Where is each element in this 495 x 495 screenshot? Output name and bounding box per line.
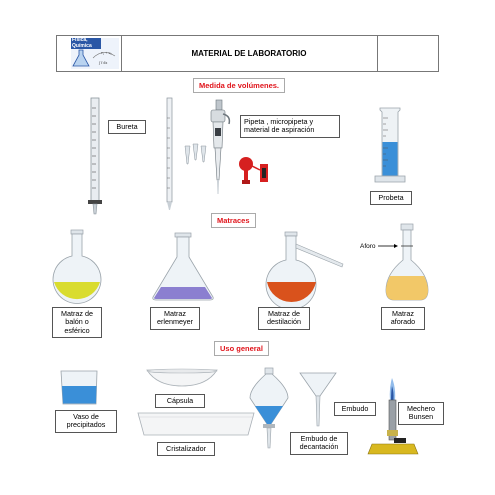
- label-crystallizing-dish: Cristalizador: [157, 442, 215, 457]
- label-funnel: Embudo: [334, 402, 376, 417]
- section-volume-measure: Medida de volúmenes.: [193, 78, 286, 93]
- suction-bulb-illustration: [239, 157, 268, 184]
- burette-illustration: [88, 97, 102, 215]
- label-burette: Bureta: [108, 120, 146, 135]
- label-volumetric-flask: Matraz aforado: [381, 307, 425, 330]
- funnel-illustration: [299, 372, 337, 427]
- label-round-flask: Matraz de balón o esférico: [52, 307, 102, 339]
- svg-text:ν₁ + ν₂: ν₁ + ν₂: [101, 50, 112, 55]
- section-general-use: Uso general: [214, 341, 269, 356]
- label-distillation-flask: Matraz de destilación: [258, 307, 310, 330]
- evaporating-dish-illustration: [146, 368, 218, 387]
- logo-cell: Física, Química ν₁ + ν₂ ∫ f dx: [57, 36, 122, 71]
- arrow-right-icon: [378, 244, 398, 248]
- distillation-flask-illustration: [265, 231, 344, 310]
- separatory-funnel-illustration: [249, 367, 289, 449]
- crystallizing-dish-illustration: [137, 412, 255, 436]
- label-pipette: Pipeta , micropipeta y material de aspir…: [240, 115, 340, 138]
- round-bottom-flask-illustration: [52, 229, 102, 304]
- flask-icon: ν₁ + ν₂ ∫ f dx: [72, 49, 116, 67]
- label-erlenmeyer: Matraz erlenmeyer: [150, 307, 200, 330]
- graduated-cylinder-illustration: [374, 107, 406, 183]
- svg-text:∫ f dx: ∫ f dx: [98, 60, 107, 65]
- label-graduated-cylinder: Probeta: [370, 191, 412, 206]
- label-evaporating-dish: Cápsula: [155, 394, 205, 409]
- label-gauge-mark: Aforo: [360, 243, 376, 250]
- header-blank-cell: [377, 36, 438, 71]
- label-separatory-funnel: Embudo de decantación: [290, 432, 348, 455]
- logo-text-line1: Física,: [72, 37, 88, 43]
- volumetric-flask-illustration: [385, 223, 429, 301]
- section-flasks: Matraces: [211, 213, 256, 228]
- pipette-micropipette-illustration: [166, 97, 231, 210]
- label-beaker: Vaso de precipitados: [55, 410, 117, 433]
- erlenmeyer-flask-illustration: [152, 232, 214, 301]
- bunsen-burner-illustration: [367, 378, 419, 455]
- document-title: MATERIAL DE LABORATORIO: [121, 36, 378, 71]
- header-table: Física, Química ν₁ + ν₂ ∫ f dx MATERIAL …: [56, 35, 439, 72]
- physics-chemistry-logo: Física, Química ν₁ + ν₂ ∫ f dx: [71, 37, 119, 69]
- logo-text-line2: Química: [72, 42, 92, 49]
- label-bunsen-burner: Mechero Bunsen: [398, 402, 444, 425]
- beaker-illustration: [60, 370, 98, 405]
